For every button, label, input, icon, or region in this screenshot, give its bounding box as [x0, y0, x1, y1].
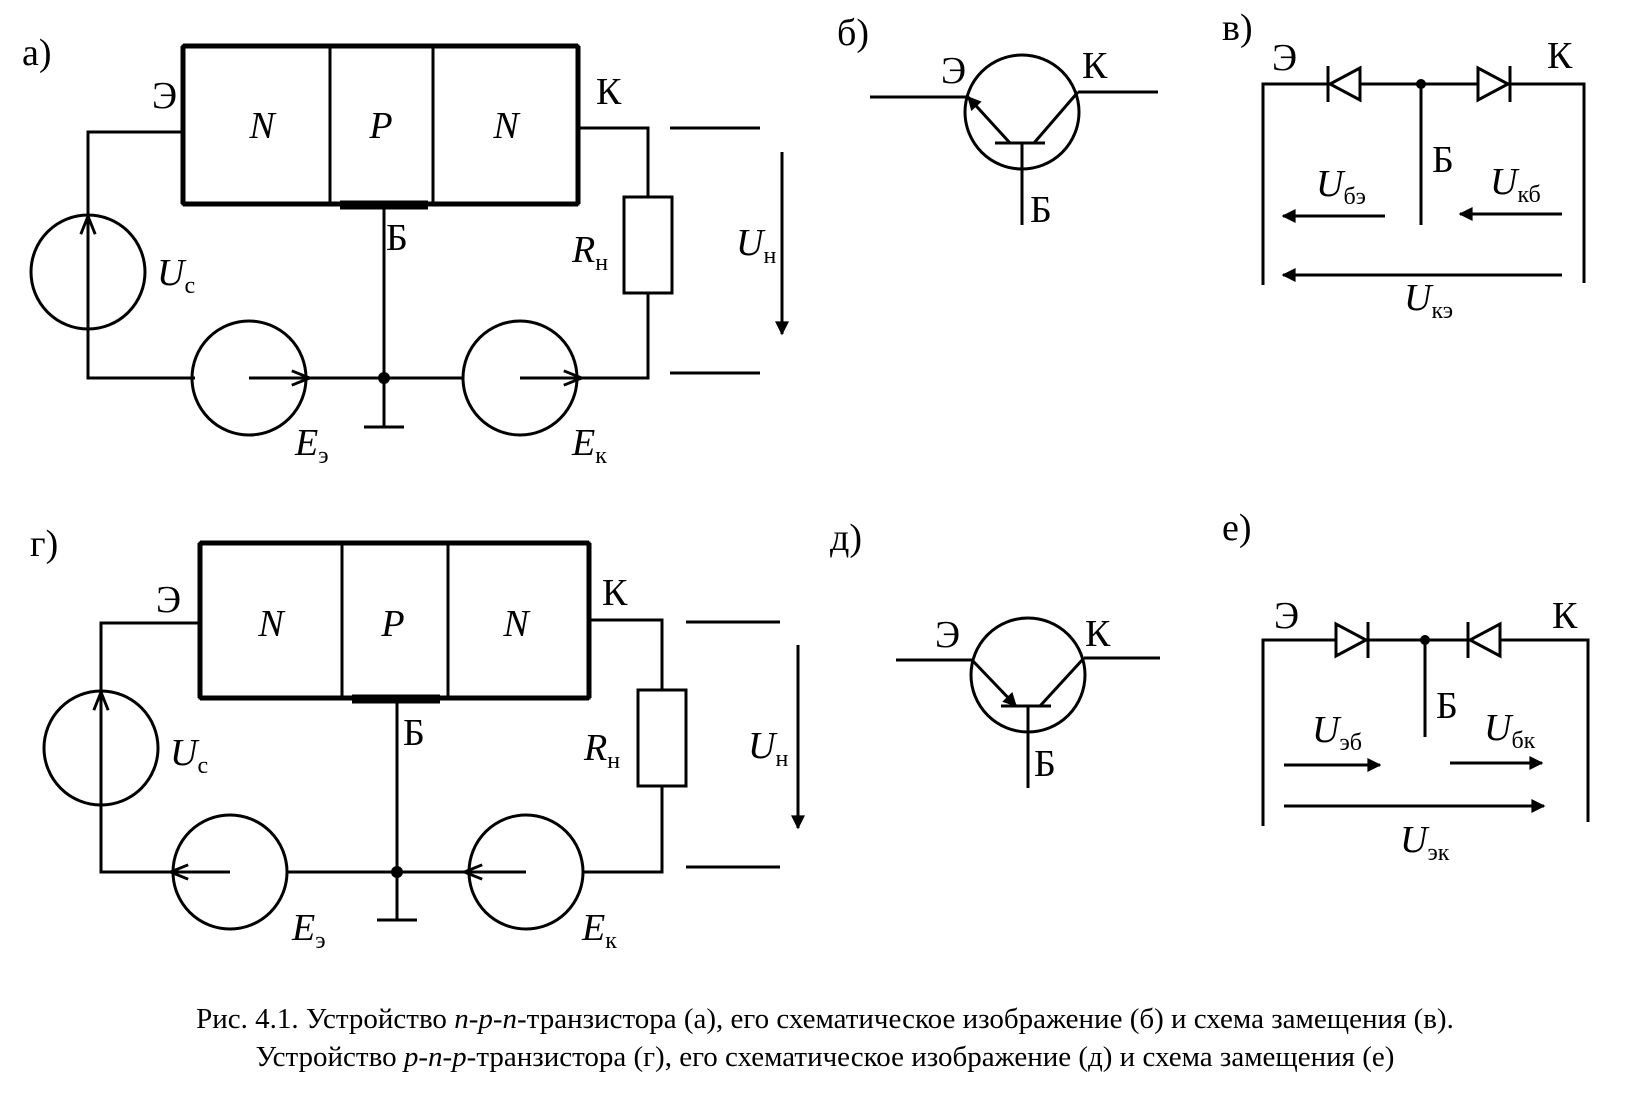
uke-label: Uкэ: [1404, 277, 1453, 324]
base-label: Б: [1034, 743, 1056, 785]
panel-e-pnp-equivalent: е) Э К Б Uэб Uбк Uэк: [1222, 507, 1590, 866]
resistor-rn: [622, 195, 674, 295]
ueb-label: Uэб: [1312, 709, 1362, 756]
region-p: P: [368, 105, 392, 147]
collector-label: К: [1547, 35, 1573, 77]
collector-label: К: [596, 71, 622, 113]
resistor-rn: [636, 688, 688, 788]
base-label: Б: [1436, 685, 1458, 727]
base-label: Б: [1030, 189, 1052, 231]
emitter-label: Э: [156, 579, 181, 621]
region-n-right: N: [502, 603, 531, 645]
region-p: P: [380, 603, 404, 645]
panel-label-b: б): [837, 12, 869, 54]
collector-label: К: [1085, 613, 1111, 655]
panel-b-npn-symbol: б) Э К Б: [837, 12, 1158, 231]
region-n-left: N: [257, 603, 286, 645]
ukb-label: Uкб: [1490, 161, 1541, 208]
emitter-label: Э: [941, 50, 966, 92]
un-label: Uн: [748, 725, 788, 772]
rn-label: Rн: [571, 229, 608, 276]
base-label: Б: [386, 217, 408, 259]
ee-label: Eэ: [294, 422, 329, 469]
figure-caption-line-1: Рис. 4.1. Устройство n-p-n-транзистора (…: [196, 1003, 1454, 1035]
emitter-label: Э: [152, 75, 177, 117]
region-n-left: N: [248, 105, 277, 147]
collector-label: К: [1552, 595, 1578, 637]
emitter-label: Э: [1272, 37, 1297, 79]
panel-label-d: д): [830, 517, 862, 559]
emitter-label: Э: [935, 614, 960, 656]
uc-label: Uс: [157, 252, 195, 299]
base-label: Б: [403, 712, 425, 754]
ube-label: Uбэ: [1316, 163, 1366, 210]
panel-label-a: а): [22, 32, 52, 74]
panel-label-v: в): [1222, 7, 1253, 49]
panel-a-npn-structure: а) N P N Э К Б Uс Eэ Eк R: [22, 32, 789, 469]
ek-label: Eк: [581, 907, 617, 954]
ee-label: Eэ: [291, 907, 326, 954]
panel-label-e: е): [1222, 507, 1252, 549]
semiconductor-block: [181, 44, 580, 206]
panel-label-g: г): [30, 523, 58, 565]
rn-label: Rн: [583, 727, 620, 774]
un-label: Uн: [736, 222, 776, 269]
collector-label: К: [602, 572, 628, 614]
region-n-right: N: [492, 105, 521, 147]
ek-label: Eк: [571, 422, 607, 469]
collector-label: К: [1082, 45, 1108, 87]
figure-caption-line-2: Устройство p-n-p-транзистора (г), его сх…: [255, 1041, 1395, 1073]
uc-label: Uс: [170, 732, 208, 779]
ubk-label: Uбк: [1484, 707, 1536, 754]
uek-label: Uэк: [1400, 819, 1450, 866]
emitter-label: Э: [1274, 595, 1299, 637]
panel-v-npn-equivalent: в) Э К Б Uбэ Uкб Uкэ: [1222, 7, 1586, 324]
base-label: Б: [1432, 139, 1454, 181]
panel-d-pnp-symbol: д) Э К Б: [830, 517, 1160, 788]
panel-g-pnp-structure: г) N P N Э К Б Uс Eэ Eк R: [30, 523, 805, 954]
